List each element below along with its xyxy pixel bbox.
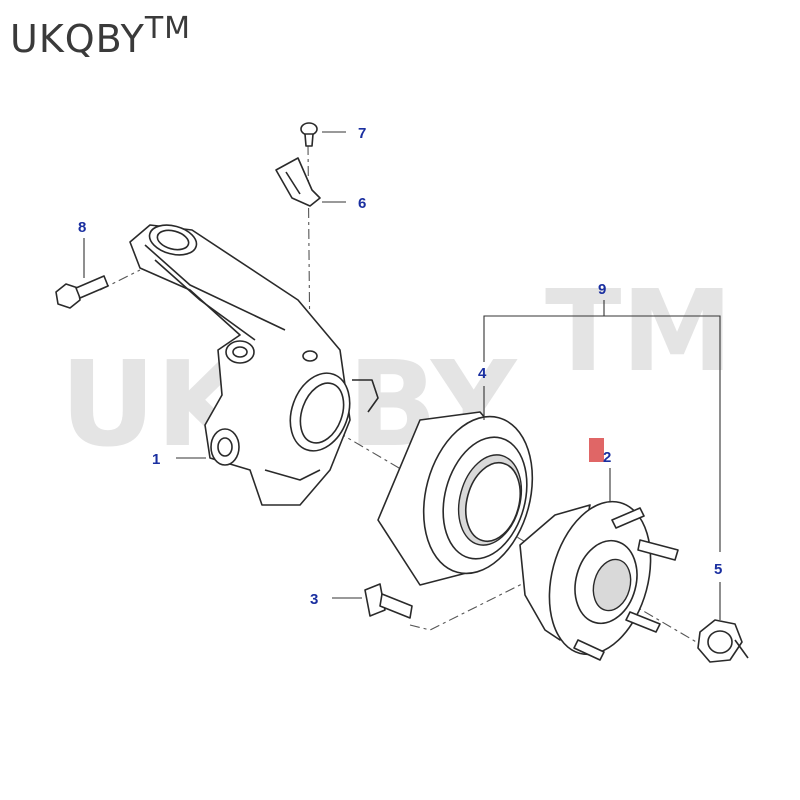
callout-7: 7 bbox=[358, 125, 366, 142]
leader-lines bbox=[83, 131, 721, 620]
watermark: UKQBY TM bbox=[60, 267, 733, 473]
callout-1: 1 bbox=[152, 451, 160, 468]
callout-4: 4 bbox=[478, 365, 487, 382]
axis-line-stud bbox=[409, 564, 561, 631]
brand-logo: UKQBYTM bbox=[10, 11, 192, 61]
part-stud bbox=[364, 583, 413, 619]
callout-5: 5 bbox=[714, 561, 722, 578]
callout-3: 3 bbox=[310, 591, 318, 608]
part-rivet bbox=[300, 122, 318, 147]
part-steering-knuckle bbox=[129, 224, 379, 506]
callout-2: 2 bbox=[603, 449, 611, 466]
part-bolt bbox=[55, 275, 109, 309]
callout-9: 9 bbox=[598, 281, 606, 298]
watermark-mark: TM bbox=[545, 267, 733, 397]
callout-labels: 1 2 3 4 5 6 7 8 9 bbox=[78, 125, 722, 608]
highlight-marker bbox=[589, 438, 604, 462]
part-nut bbox=[697, 619, 749, 663]
part-bearing bbox=[377, 411, 534, 586]
callout-6: 6 bbox=[358, 195, 366, 212]
part-clip bbox=[275, 157, 321, 207]
brand-trademark: TM bbox=[144, 11, 192, 46]
leader-9-bracket bbox=[483, 315, 721, 552]
brand-name: UKQBY bbox=[10, 17, 145, 61]
hub-wheel-studs bbox=[573, 507, 679, 661]
callout-8: 8 bbox=[78, 219, 86, 236]
part-wheel-hub bbox=[519, 500, 679, 661]
